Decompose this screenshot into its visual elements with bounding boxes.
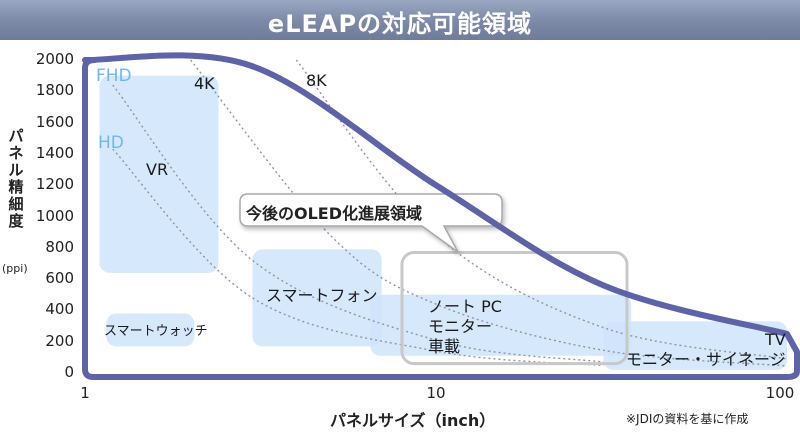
y-tick-label: 0 <box>64 363 74 381</box>
callout-bubble <box>239 193 503 253</box>
region-label-tv: TV モニター・サイネージ <box>626 330 786 369</box>
source-note: ※JDIの資料を基に作成 <box>626 412 749 426</box>
callout-label: 今後のOLED化進展領域 <box>246 204 423 223</box>
resolution-curve-fhd <box>112 84 604 363</box>
y-tick-label: 200 <box>45 331 74 350</box>
resolution-curve-hd <box>112 148 604 367</box>
region-1 <box>106 313 195 347</box>
region-2 <box>252 249 382 347</box>
y-tick-label: 1200 <box>35 175 74 194</box>
region-label-smartphone: スマートフォン <box>266 286 378 305</box>
y-tick-label: 1800 <box>35 81 74 100</box>
curve-label-hd: HD <box>98 133 124 153</box>
region-0 <box>99 75 219 273</box>
y-tick-label: 2000 <box>35 50 74 68</box>
x-axis-label: パネルサイズ（inch） <box>330 411 496 430</box>
x-tick-label: 1 <box>80 384 90 402</box>
title-bar <box>0 0 800 40</box>
x-tick-label: 10 <box>426 384 446 402</box>
callout-box <box>400 250 629 366</box>
y-tick-label: 1400 <box>35 143 74 162</box>
region-4 <box>603 321 787 370</box>
y-axis-label: パネル精細度 <box>8 127 24 230</box>
x-tick-label: 100 <box>765 384 795 402</box>
resolution-curve-8k <box>295 59 788 360</box>
curve-label-4k: 4K <box>194 74 215 93</box>
resolution-curve-4k <box>190 59 788 367</box>
region-label-smartwatch: スマートウォッチ <box>104 324 208 339</box>
eleap-boundary <box>82 52 800 380</box>
y-tick-label: 600 <box>45 269 74 288</box>
y-tick-label: 400 <box>45 300 74 319</box>
y-tick-label: 1000 <box>35 206 74 225</box>
region-label-vr: VR <box>146 160 169 179</box>
y-tick-label: 1600 <box>35 112 74 131</box>
y-tick-label: 800 <box>45 237 74 256</box>
region-label-notepc: ノート PC モニター 車載 <box>428 297 502 356</box>
curve-label-8k: 8K <box>306 71 327 90</box>
y-axis-unit: (ppi) <box>2 262 28 275</box>
curve-label-fhd: FHD <box>96 66 132 86</box>
chart-title: eLEAPの対応可能領域 <box>267 10 533 38</box>
